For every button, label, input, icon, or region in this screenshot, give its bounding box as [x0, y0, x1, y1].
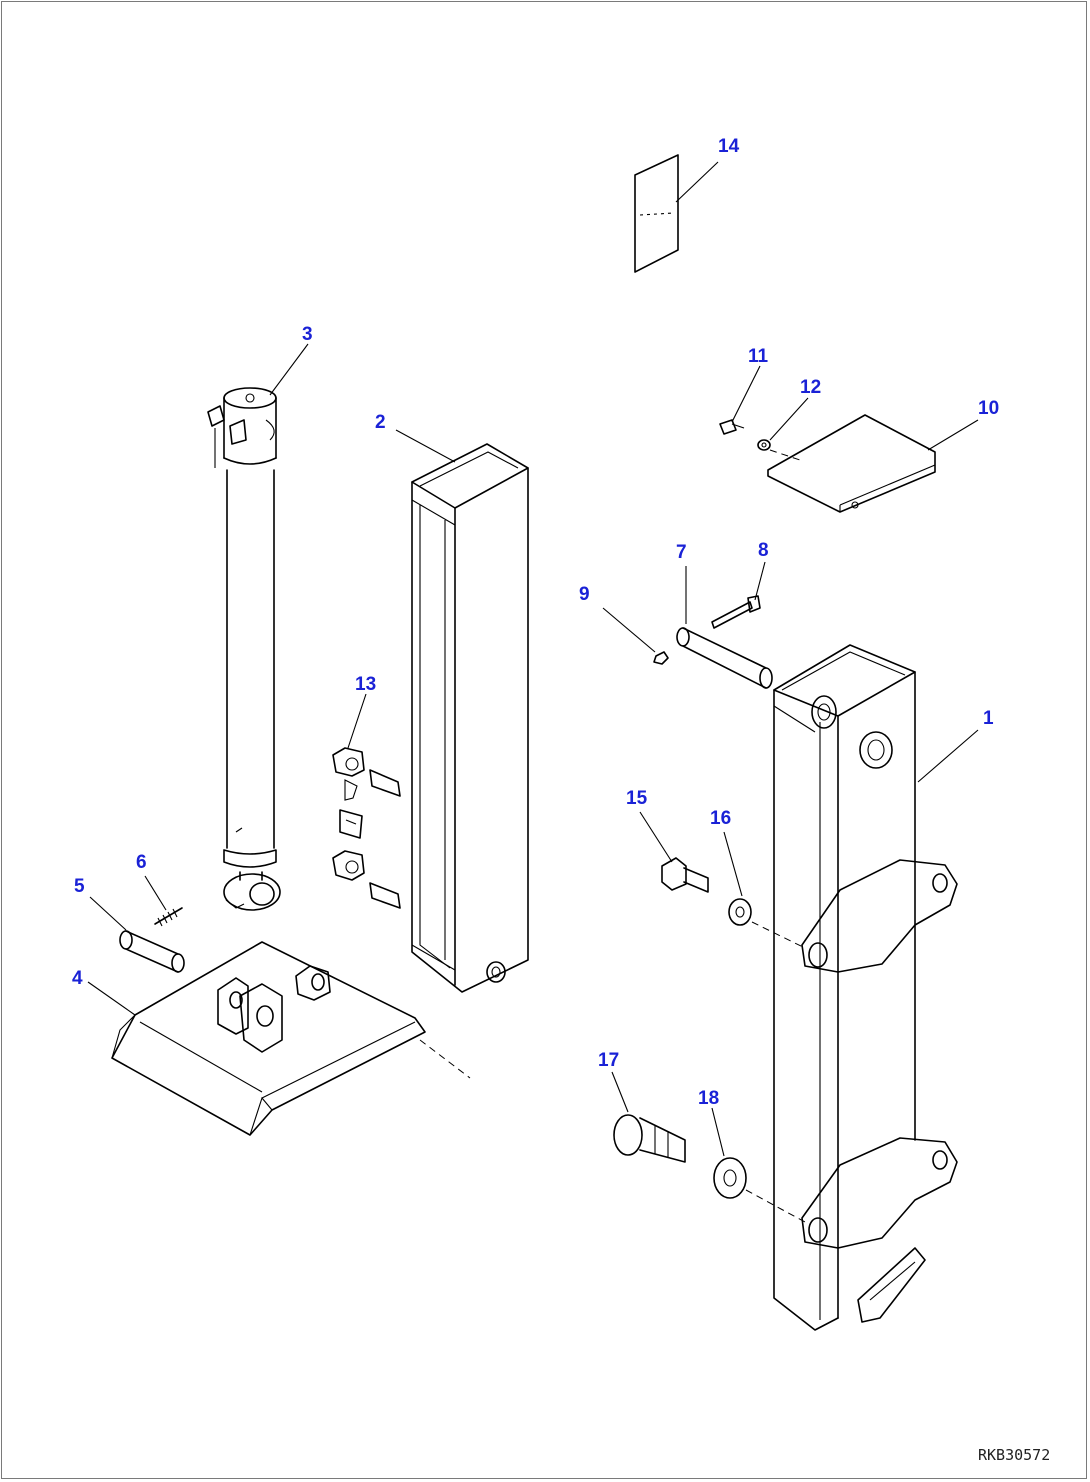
- callout-1: 1: [983, 708, 994, 729]
- callout-17: 17: [598, 1050, 619, 1071]
- part-15-bolt: [661, 857, 709, 893]
- callout-3: 3: [302, 324, 313, 345]
- callout-14: 14: [718, 136, 740, 157]
- callout-numbers: 1 2 3 4 5 6 7 8 9 10 11 12 13 14 15 16 1…: [72, 136, 999, 1109]
- callout-8: 8: [758, 540, 769, 561]
- callout-11: 11: [748, 346, 769, 367]
- part-1-main-frame: [773, 644, 958, 1331]
- callout-4: 4: [72, 968, 83, 989]
- part-13-brackets: [332, 747, 401, 909]
- callout-12: 12: [800, 377, 821, 398]
- part-11-bolt: [719, 419, 745, 435]
- leader-lines: [87, 161, 979, 1157]
- callout-2: 2: [375, 412, 386, 433]
- callout-10: 10: [978, 398, 999, 419]
- part-12-washer: [757, 439, 801, 461]
- callout-16: 16: [710, 808, 731, 829]
- part-17-bolt: [613, 1114, 686, 1163]
- part-4-base-plate: [111, 941, 471, 1136]
- callout-9: 9: [579, 584, 590, 605]
- callout-6: 6: [136, 852, 147, 873]
- part-5-pin: [119, 930, 185, 973]
- part-14-label-plate: [634, 154, 679, 273]
- part-9-nut: [653, 651, 669, 665]
- callout-13: 13: [355, 674, 376, 695]
- part-10-cover-plate: [767, 414, 936, 513]
- callout-5: 5: [74, 876, 85, 897]
- part-7-pin: [676, 627, 773, 689]
- callout-18: 18: [698, 1088, 719, 1109]
- part-8-bolt: [711, 595, 761, 629]
- callout-7: 7: [676, 542, 687, 563]
- part-2-column: [411, 443, 529, 993]
- part-3-cylinder: [207, 387, 281, 911]
- callout-15: 15: [626, 788, 648, 809]
- drawing-code: RKB30572: [978, 1446, 1050, 1464]
- part-16-washer: [728, 898, 806, 949]
- part-6-spring-pin: [154, 907, 183, 927]
- part-18-washer: [713, 1157, 806, 1223]
